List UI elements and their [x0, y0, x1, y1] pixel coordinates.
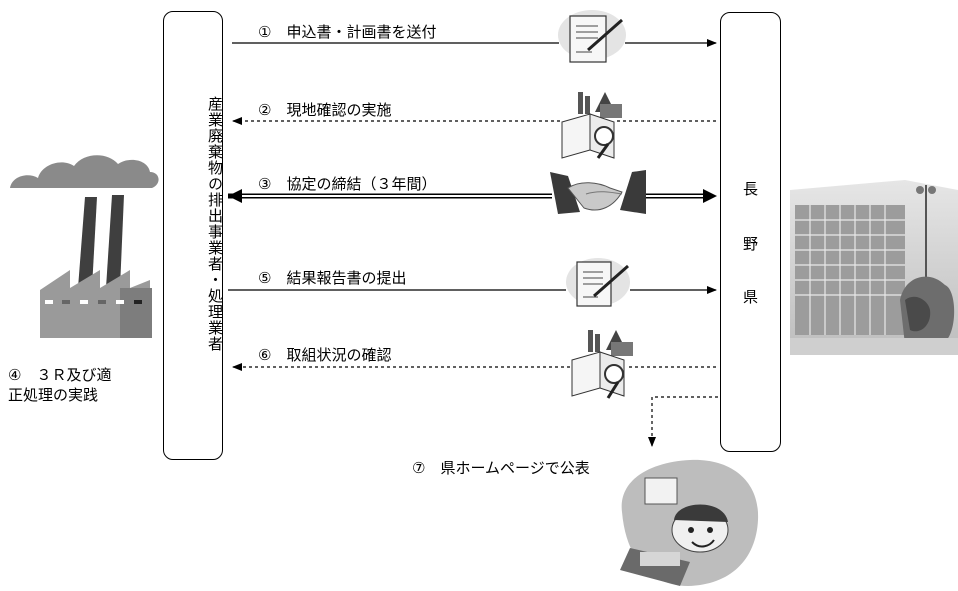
- step5-label: ⑤ 結果報告書の提出: [258, 269, 407, 287]
- government-building-icon: [790, 180, 958, 355]
- step6-label: ⑥ 取組状況の確認: [258, 346, 392, 364]
- step7-label: ⑦ 県ホームページで公表: [412, 459, 590, 477]
- arrow-step3-head-right: [703, 189, 717, 203]
- prefecture-box: 長 野 県: [720, 12, 781, 452]
- step4-label-line1: ④ ３Ｒ及び適: [8, 366, 112, 384]
- discharger-box: 産業廃棄物の排出事業者・処理業者: [163, 11, 224, 460]
- document-pen-icon: [558, 10, 626, 63]
- inspection-magnifier-icon: [561, 92, 622, 159]
- arrow-step3-head-left: [228, 189, 242, 203]
- prefecture-char-3: 県: [742, 288, 758, 306]
- document-pen-icon: [566, 258, 630, 307]
- person-computer-icon: [620, 459, 759, 586]
- step2-label: ② 現地確認の実施: [258, 101, 392, 119]
- prefecture-char-1: 長: [742, 180, 758, 198]
- step4-label-line2: 正処理の実践: [8, 386, 99, 404]
- handshake-icon: [550, 170, 646, 214]
- step1-label: ① 申込書・計画書を送付: [258, 23, 437, 41]
- prefecture-char-2: 野: [742, 235, 758, 253]
- inspection-magnifier-icon: [571, 330, 633, 399]
- arrow-step7: [648, 396, 718, 447]
- factory-icon: [10, 155, 159, 338]
- discharger-label: 産業廃棄物の排出事業者・処理業者: [206, 96, 224, 352]
- step3-label: ③ 協定の締結（３年間）: [258, 175, 437, 193]
